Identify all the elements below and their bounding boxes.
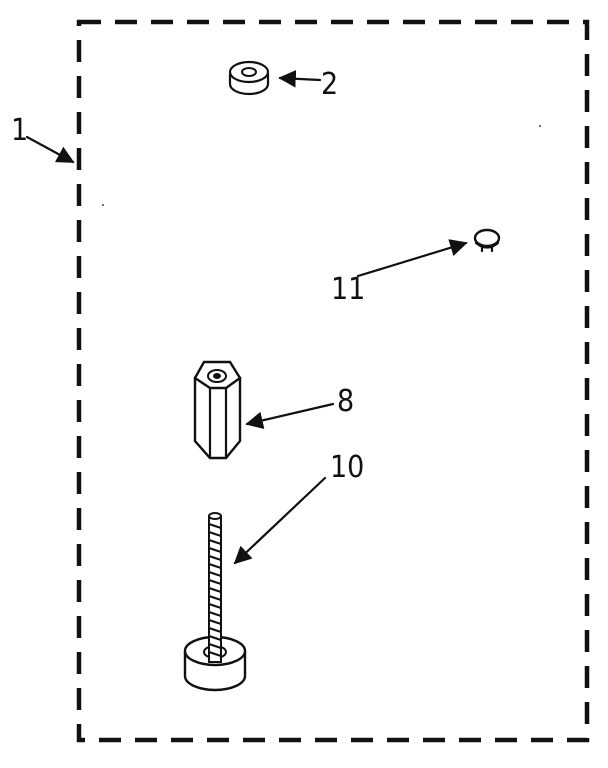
callout-11: 11 xyxy=(331,239,468,307)
callout-label-11: 11 xyxy=(331,272,365,307)
clip-part xyxy=(473,228,501,253)
leader-line-10 xyxy=(233,476,327,565)
leader-line-2 xyxy=(278,70,322,88)
callout-label-2: 2 xyxy=(321,67,338,102)
bolt-part xyxy=(183,512,247,692)
kit-boundary xyxy=(76,19,590,743)
leader-line-1 xyxy=(25,135,75,164)
callout-label-10: 10 xyxy=(330,450,364,485)
scan-speck xyxy=(539,125,541,127)
callout-8: 8 xyxy=(245,384,354,429)
callout-2: 2 xyxy=(278,67,338,102)
washer-part xyxy=(228,60,270,96)
callout-label-1: 1 xyxy=(11,113,28,148)
callout-10: 10 xyxy=(233,450,364,565)
leader-line-11 xyxy=(356,239,468,278)
callout-1: 1 xyxy=(11,113,75,164)
callout-label-8: 8 xyxy=(337,384,354,419)
hex-nut-part xyxy=(193,360,242,460)
scan-speck xyxy=(102,204,104,206)
leader-line-8 xyxy=(245,402,335,429)
